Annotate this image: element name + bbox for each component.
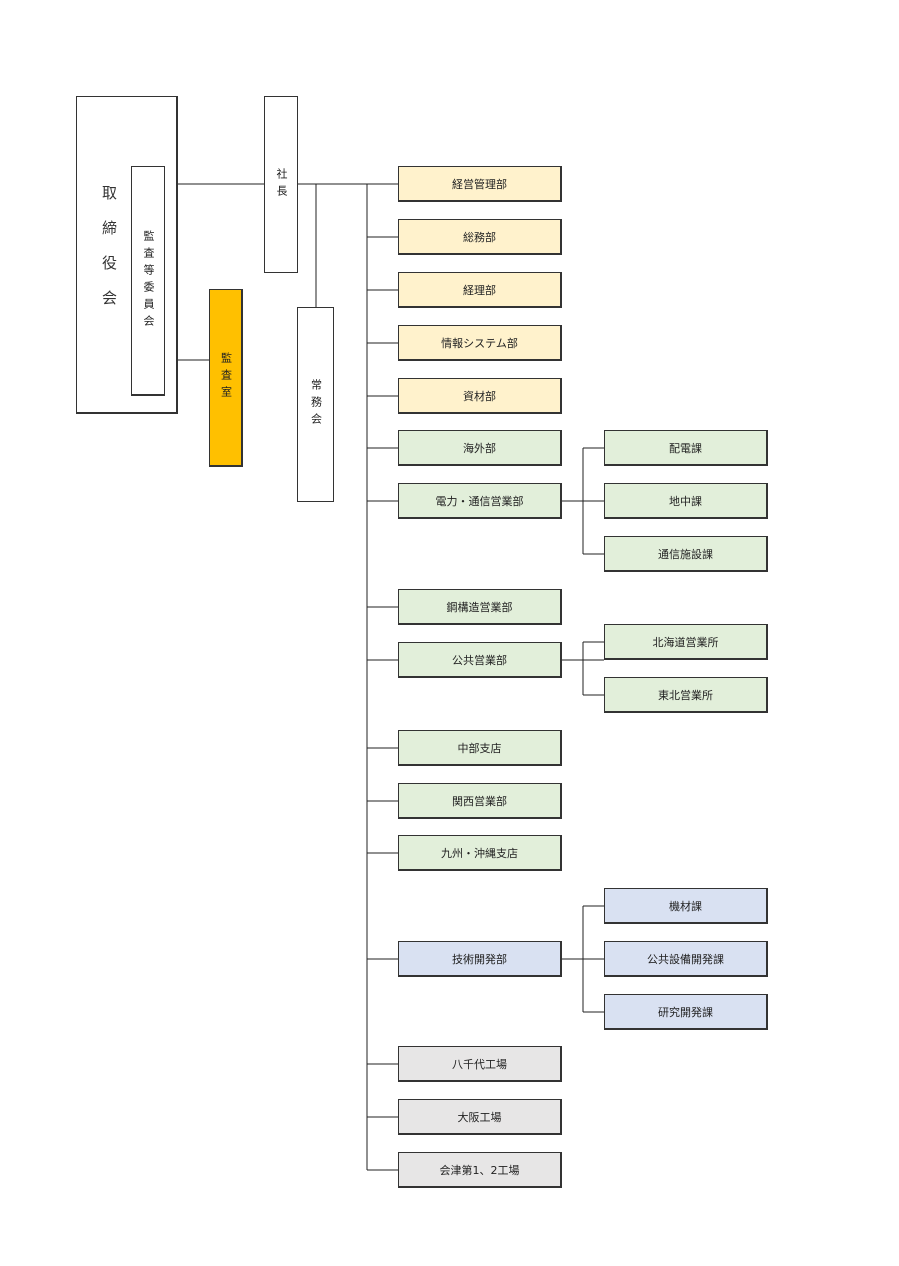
department-kaigai: 海外部: [398, 430, 562, 466]
department-label: 関西営業部: [452, 794, 507, 808]
department-keiei: 経営管理部: [398, 166, 562, 202]
section-gijutsu-1: 公共設備開発課: [604, 941, 768, 977]
section-denryoku-0: 配電課: [604, 430, 768, 466]
board-of-directors-label: 取締役会: [100, 184, 118, 325]
department-keiri: 経理部: [398, 272, 562, 308]
department-shizai: 資材部: [398, 378, 562, 414]
department-chubu: 中部支店: [398, 730, 562, 766]
section-label: 配電課: [669, 441, 702, 455]
audit-office-label: 監査室: [219, 352, 233, 403]
department-label: 九州・沖縄支店: [441, 846, 518, 860]
department-koukozo: 鋼構造営業部: [398, 589, 562, 625]
section-denryoku-1: 地中課: [604, 483, 768, 519]
section-label: 機材課: [669, 899, 702, 913]
section-label: 研究開発課: [658, 1005, 713, 1019]
section-kokyo-1: 東北営業所: [604, 677, 768, 713]
section-label: 北海道営業所: [652, 635, 719, 649]
section-gijutsu-2: 研究開発課: [604, 994, 768, 1030]
department-label: 経理部: [463, 283, 496, 297]
section-label: 地中課: [669, 494, 702, 508]
department-label: 電力・通信営業部: [435, 494, 524, 508]
department-kokyo: 公共営業部: [398, 642, 562, 678]
executive-committee-box: 常務会: [297, 307, 334, 502]
section-label: 通信施設課: [658, 547, 713, 561]
department-label: 鋼構造営業部: [446, 600, 513, 614]
department-joho: 情報システム部: [398, 325, 562, 361]
department-label: 総務部: [463, 230, 496, 244]
section-kokyo-0: 北海道営業所: [604, 624, 768, 660]
section-gijutsu-0: 機材課: [604, 888, 768, 924]
department-gijutsu: 技術開発部: [398, 941, 562, 977]
section-label: 東北営業所: [658, 688, 713, 702]
department-label: 八千代工場: [452, 1057, 507, 1071]
department-label: 公共営業部: [452, 653, 507, 667]
president-box: 社長: [264, 96, 298, 273]
department-kyushu: 九州・沖縄支店: [398, 835, 562, 871]
department-label: 海外部: [463, 441, 496, 455]
audit-committee-label: 監査等委員会: [142, 229, 155, 332]
audit-committee-box: 監査等委員会: [131, 166, 165, 396]
president-label: 社長: [275, 167, 288, 202]
audit-office-box: 監査室: [209, 289, 243, 467]
department-osaka: 大阪工場: [398, 1099, 562, 1135]
department-label: 情報システム部: [441, 336, 518, 350]
department-label: 大阪工場: [457, 1110, 502, 1124]
department-denryoku: 電力・通信営業部: [398, 483, 562, 519]
section-label: 公共設備開発課: [647, 952, 724, 966]
department-aizu: 会津第1、2工場: [398, 1152, 562, 1188]
department-label: 経営管理部: [452, 177, 507, 191]
department-label: 中部支店: [457, 741, 502, 755]
department-yachiyo: 八千代工場: [398, 1046, 562, 1082]
department-kansai: 関西営業部: [398, 783, 562, 819]
section-denryoku-2: 通信施設課: [604, 536, 768, 572]
department-label: 技術開発部: [452, 952, 507, 966]
department-label: 資材部: [463, 389, 496, 403]
department-somu: 総務部: [398, 219, 562, 255]
executive-committee-label: 常務会: [309, 379, 323, 430]
department-label: 会津第1、2工場: [439, 1163, 520, 1177]
